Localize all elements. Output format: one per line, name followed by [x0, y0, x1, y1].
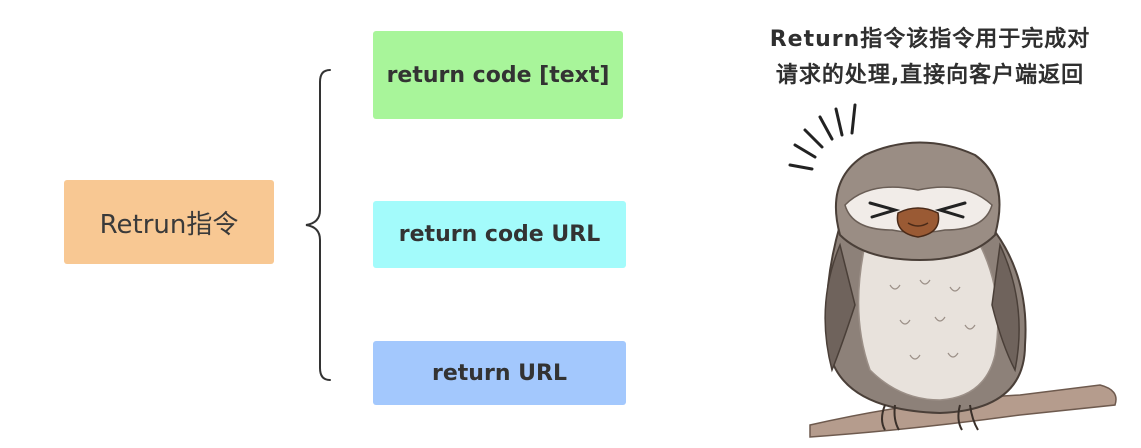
curly-brace-connector [305, 69, 331, 381]
caption-text: Return指令该指令用于完成对 请求的处理,直接向客户端返回 [730, 22, 1130, 94]
child-node-label: return code URL [398, 222, 601, 247]
child-node-return-code-text: return code [text] [373, 31, 623, 119]
root-node-retrun: Retrun指令 [64, 180, 274, 264]
child-node-return-code-url: return code URL [373, 201, 626, 268]
caption-line-2: 请求的处理,直接向客户端返回 [775, 63, 1085, 88]
child-node-label: return URL [432, 360, 567, 386]
root-node-label: Retrun指令 [99, 209, 239, 240]
caption-line-1: Return指令该指令用于完成对 [769, 27, 1091, 52]
child-node-label: return code [text] [386, 62, 610, 88]
owl-illustration-icon [788, 103, 1117, 438]
child-node-return-url: return URL [373, 341, 626, 405]
